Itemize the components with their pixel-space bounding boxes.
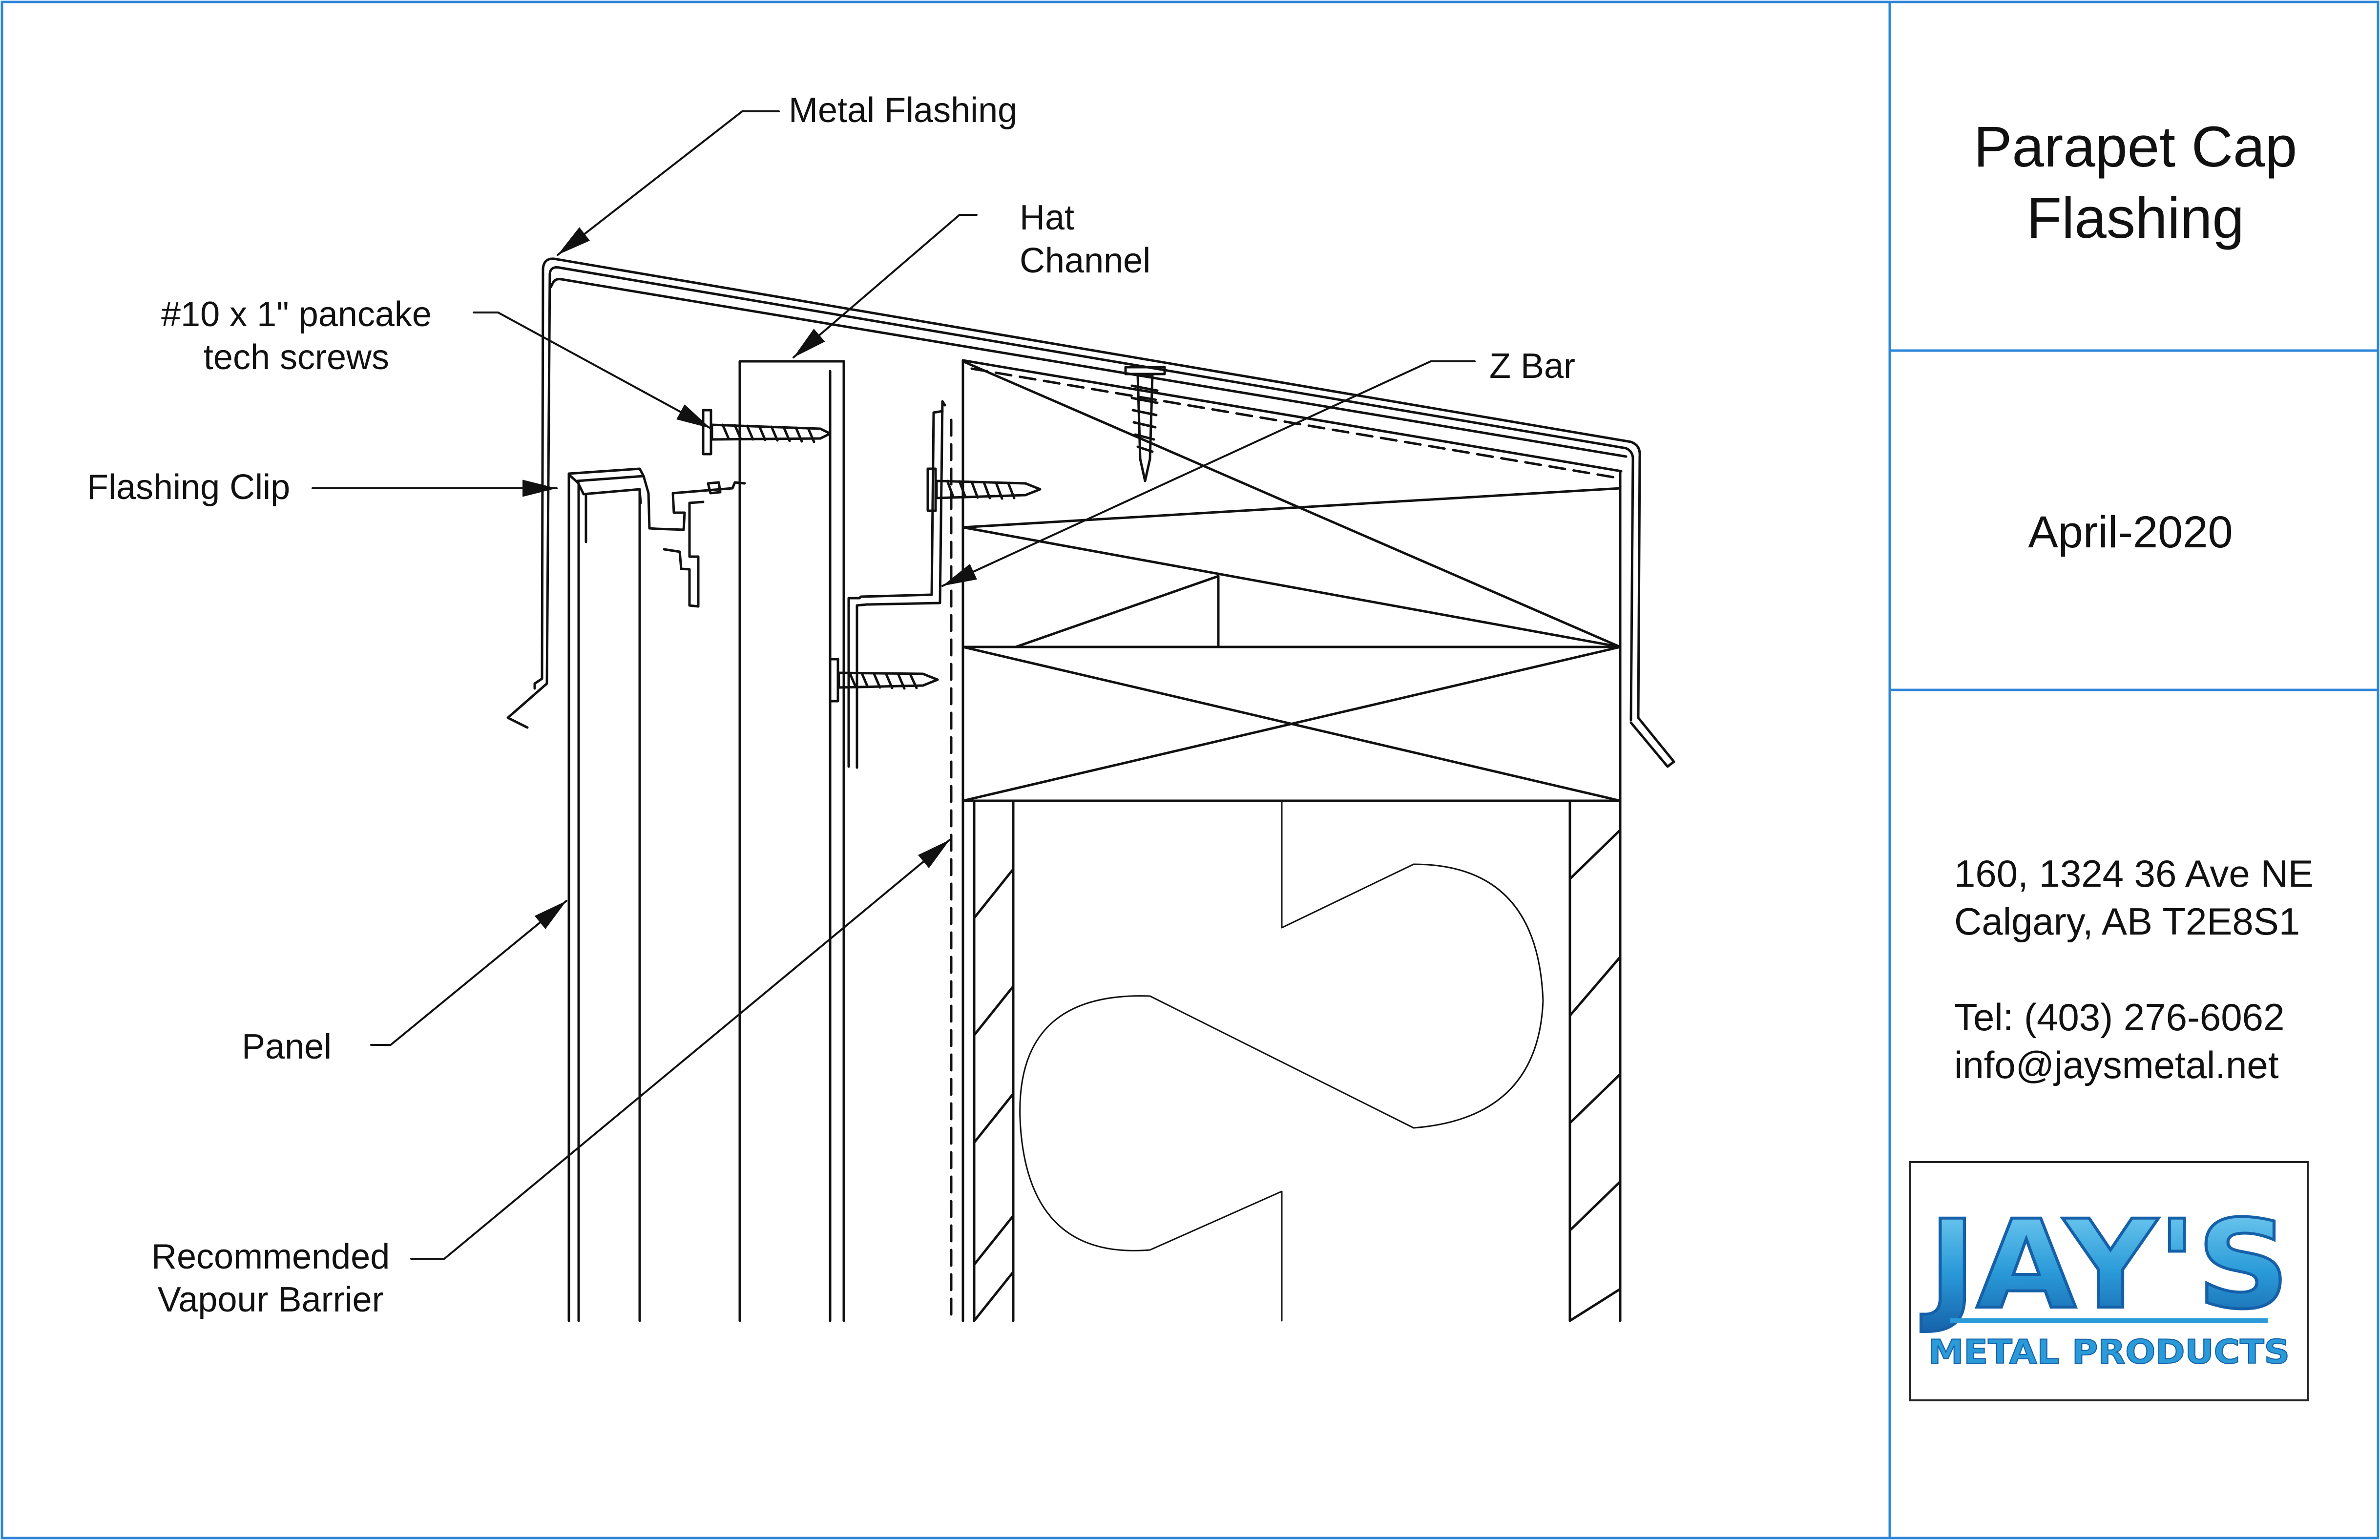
screw-zbar-lower (829, 658, 939, 703)
metal-flashing (506, 257, 1675, 768)
stud-wall (973, 799, 1622, 1322)
label-pancake-screws: #10 x 1" pancake tech screws (161, 295, 432, 377)
address-line-1: 160, 1324 36 Ave NE (1954, 852, 2314, 895)
label-hat-channel: Hat Channel (1020, 198, 1151, 280)
telephone: Tel: (403) 276-6062 (1954, 996, 2285, 1039)
jays-metal-products-logo: JAY'S METAL PRODUCTS (1919, 1192, 2291, 1372)
panel (567, 473, 642, 1322)
company-logo: JAY'S METAL PRODUCTS (1909, 1161, 2309, 1401)
screw-blocking-top (1124, 366, 1166, 482)
screw-zbar-upper (926, 467, 1042, 512)
parapet-structure (312, 110, 1675, 1322)
leader-lines (312, 110, 1476, 1260)
logo-name: JAY'S (1921, 1194, 2290, 1336)
label-flashing-clip: Flashing Clip (87, 468, 291, 507)
logo-subtitle: METAL PRODUCTS (1928, 1333, 2290, 1372)
label-z-bar: Z Bar (1489, 347, 1576, 386)
email-link[interactable]: info@jaysmetal.net (1954, 1043, 2279, 1086)
screw-hat-channel (702, 409, 832, 456)
insulation (1019, 800, 1544, 1322)
flashing-clip (567, 467, 746, 608)
drawing-date: April-2020 (2028, 507, 2233, 557)
hat-channel (738, 360, 845, 1322)
label-panel: Panel (242, 1027, 332, 1066)
z-bar (847, 400, 946, 769)
company-contact: 160, 1324 36 Ave NE Calgary, AB T2E8S1 T… (1954, 850, 2314, 1089)
address-line-2: Calgary, AB T2E8S1 (1954, 900, 2300, 943)
vapour-barrier (950, 367, 1623, 1322)
wood-blocking (961, 359, 1623, 1322)
label-metal-flashing: Metal Flashing (789, 91, 1018, 130)
label-vapour-barrier: Recommended Vapour Barrier (151, 1237, 390, 1319)
drawing-title: Parapet Cap Flashing (1973, 115, 2297, 250)
